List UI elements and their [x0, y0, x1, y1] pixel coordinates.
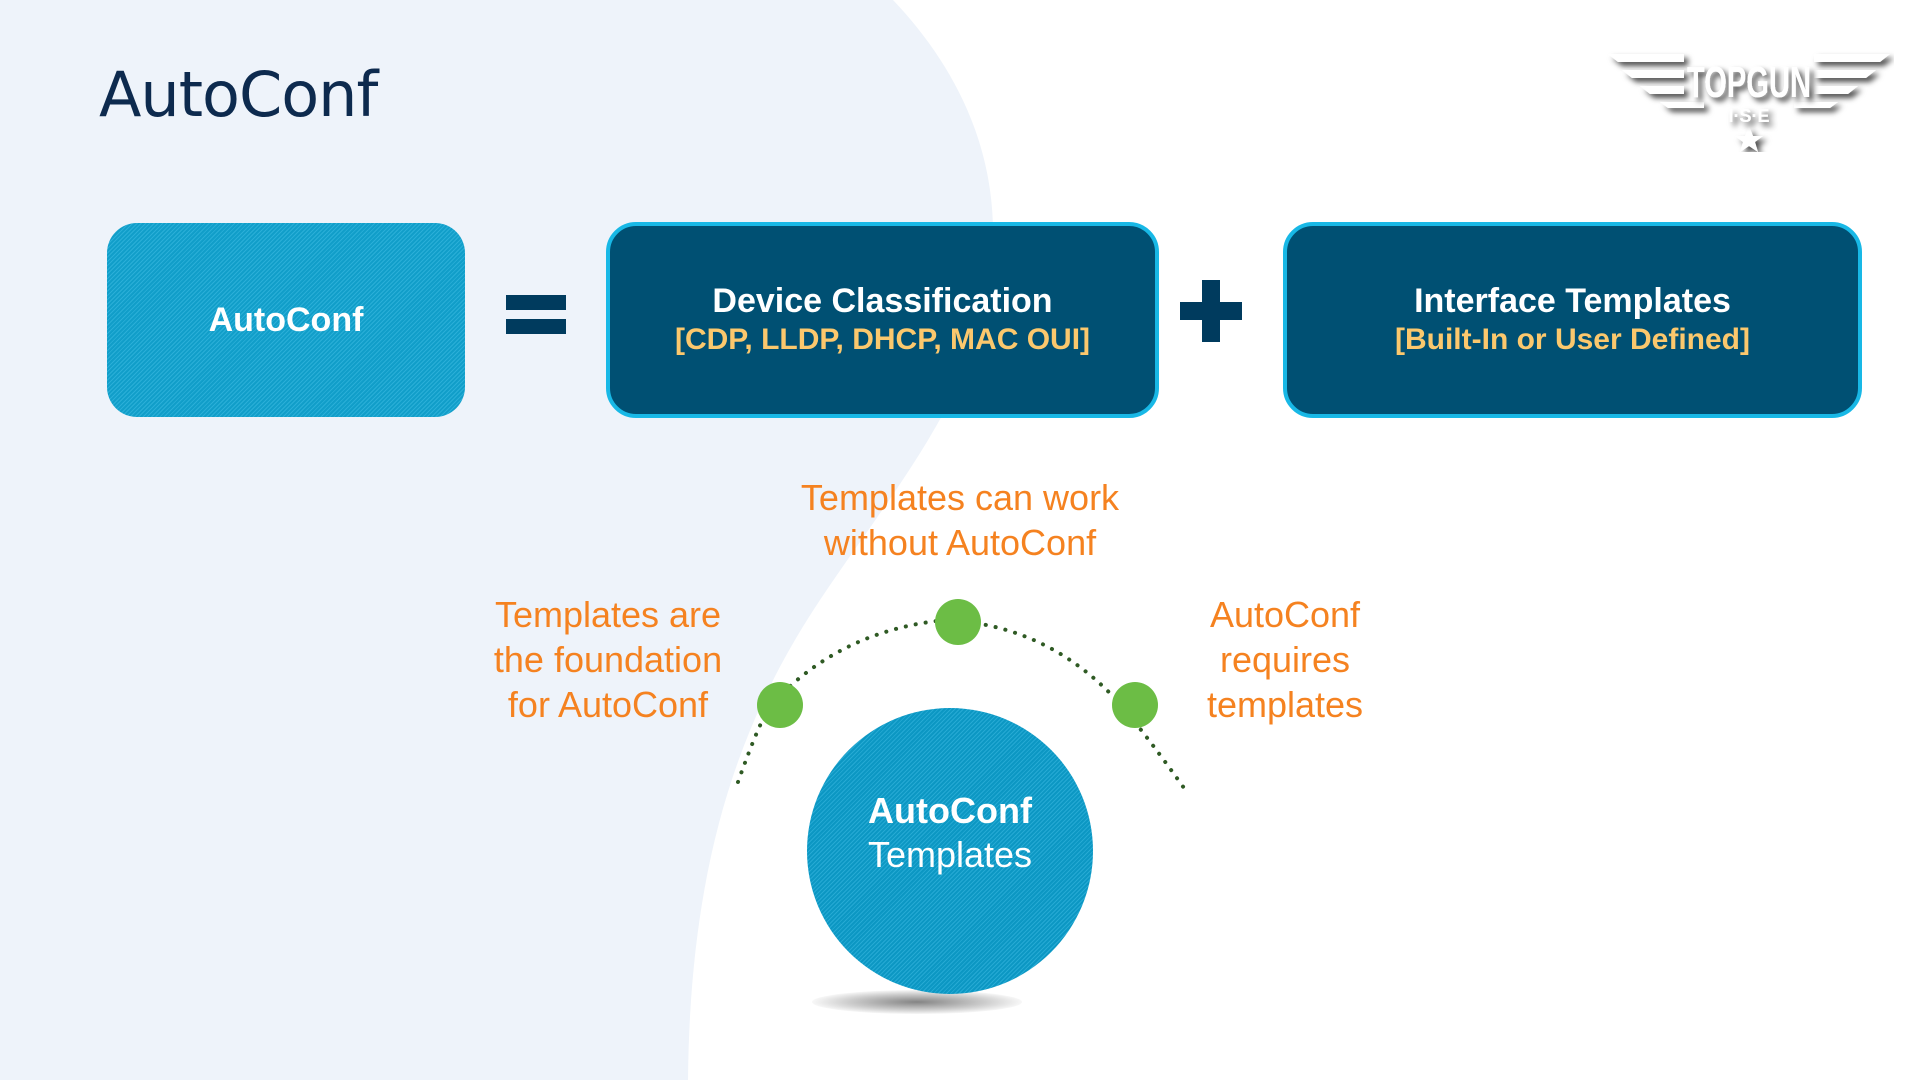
logo-subtext: I·S·E — [1728, 106, 1769, 126]
topgun-wings-icon: TOPGUN I·S·E — [1608, 54, 1890, 152]
circle-shadow — [812, 990, 1022, 1014]
interface-templates-title: Interface Templates — [1414, 282, 1731, 320]
interface-templates-box: Interface Templates [Built-In or User De… — [1283, 222, 1862, 418]
autoconf-box: AutoConf — [107, 223, 465, 417]
page-title: AutoConf — [99, 58, 378, 131]
caption-right-line-2: requires — [1219, 639, 1351, 680]
node-top — [935, 599, 981, 645]
caption-top-line-1: Templates can work — [800, 477, 1120, 518]
plus-operator-icon — [1180, 280, 1242, 342]
caption-left-line-2: the foundation — [493, 639, 723, 680]
caption-right: AutoConf requires templates — [1150, 592, 1420, 727]
equals-bar-bottom — [506, 319, 566, 334]
device-classification-box: Device Classification [CDP, LLDP, DHCP, … — [606, 222, 1159, 418]
device-classification-subtitle: [CDP, LLDP, DHCP, MAC OUI] — [674, 323, 1091, 356]
interface-templates-subtitle: [Built-In or User Defined] — [1394, 323, 1750, 356]
circle-subtitle: Templates — [867, 834, 1033, 875]
caption-right-line-1: AutoConf — [1209, 594, 1361, 635]
equals-operator-icon — [506, 295, 566, 335]
caption-left: Templates are the foundation for AutoCon… — [468, 592, 748, 727]
equals-bar-top — [506, 295, 566, 310]
node-left — [757, 682, 803, 728]
autoconf-templates-circle: AutoConf Templates — [807, 708, 1093, 994]
autoconf-box-label: AutoConf — [208, 300, 364, 339]
caption-left-line-1: Templates are — [494, 594, 722, 635]
caption-top: Templates can work without AutoConf — [760, 475, 1160, 565]
caption-top-line-2: without AutoConf — [823, 522, 1097, 563]
device-classification-title: Device Classification — [712, 282, 1053, 320]
plus-bar-vertical — [1202, 280, 1220, 342]
caption-left-line-3: for AutoConf — [507, 684, 709, 725]
circle-title: AutoConf — [868, 790, 1032, 831]
topgun-logo: TOPGUN I·S·E — [1604, 42, 1894, 152]
logo-text: TOPGUN — [1687, 58, 1811, 107]
caption-right-line-3: templates — [1206, 684, 1364, 725]
node-right — [1112, 682, 1158, 728]
